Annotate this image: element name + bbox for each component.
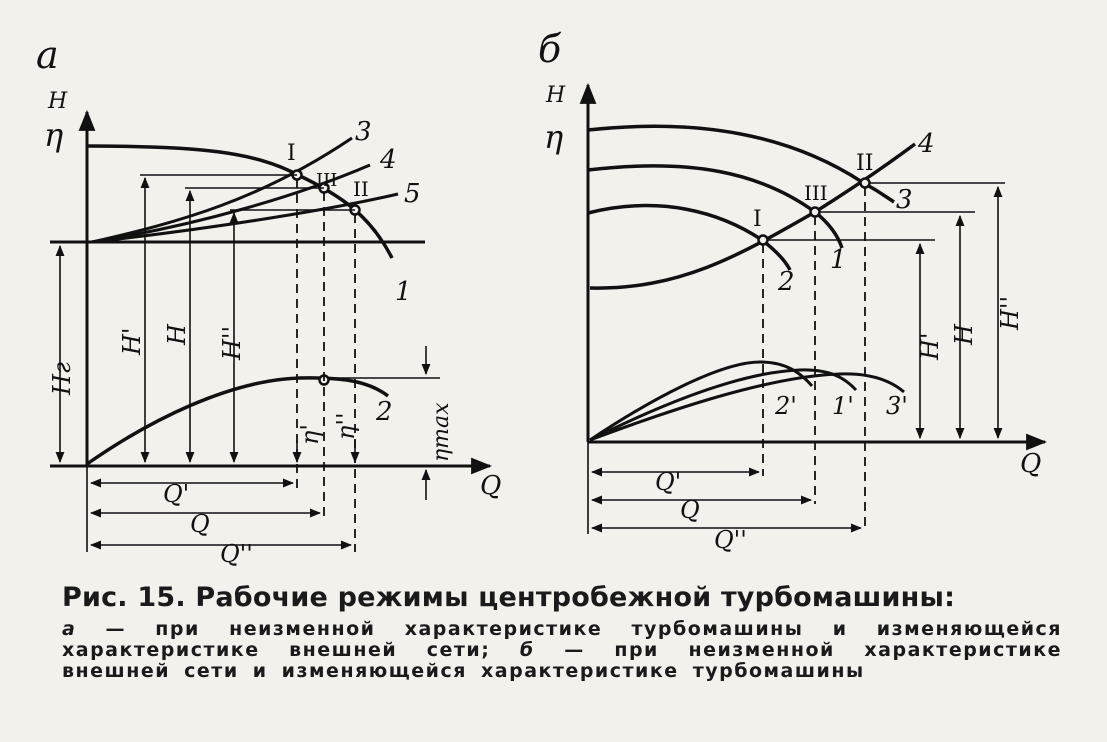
panel-a-point-label-III: III	[316, 170, 337, 191]
panel-a-curve-label-2: 2	[375, 397, 393, 427]
panel-a-curve-label-1: 1	[395, 277, 412, 307]
panel-b-point-II	[859, 177, 871, 189]
panel-a-axis-h: H	[47, 89, 68, 114]
figure-diagram: а H η Q 1 3 4 5 2 I III II	[36, 27, 1048, 568]
panel-a-hg-label: Hг	[48, 362, 76, 396]
panel-a-eta-max-label: ηmax	[429, 402, 454, 462]
panel-a-curve-label-3: 3	[355, 117, 372, 147]
panel-a-h-dprime-label: H''	[218, 326, 246, 361]
panel-a-axis-eta: η	[44, 116, 63, 154]
figure-caption: Рис. 15. Рабочие режимы центробежной тур…	[62, 582, 1062, 682]
caption-body: а — при неизменной характеристике турбом…	[62, 619, 1062, 682]
panel-b-axis-q: Q	[1020, 449, 1041, 479]
panel-a-q-prime-label: Q'	[163, 480, 189, 508]
panel-a-point-label-II: II	[353, 177, 369, 201]
panel-b-point-label-II: II	[856, 151, 873, 176]
panel-b-axis-eta: η	[544, 118, 563, 156]
panel-b-curve-4	[589, 142, 917, 290]
panel-b: б H η Q 4 3 1 2 I III II 2' 1' 3'	[538, 27, 1048, 554]
panel-a: а H η Q 1 3 4 5 2 I III II	[36, 33, 501, 568]
panel-b-h-prime-label: H'	[916, 332, 944, 361]
panel-a-h-label: H	[163, 323, 191, 346]
panel-b-curve-label-1: 1	[830, 245, 847, 275]
panel-a-h-prime-label: H'	[118, 327, 146, 356]
panel-b-axis-h: H	[545, 83, 566, 108]
panel-b-curve-label-2: 2	[777, 267, 795, 297]
caption-title: Рис. 15. Рабочие режимы центробежной тур…	[62, 582, 956, 613]
panel-b-curve-label-1p: 1'	[832, 392, 854, 420]
panel-a-curve-label-5: 5	[404, 179, 421, 209]
panel-b-curve-label-4: 4	[917, 129, 935, 159]
panel-b-curve-2	[587, 203, 792, 271]
panel-a-q-label: Q	[190, 510, 210, 538]
panel-b-q-prime-label: Q'	[655, 468, 681, 496]
panel-b-h-label: H	[950, 323, 978, 346]
panel-b-curve-label-3: 3	[896, 185, 913, 215]
panel-b-curve-label-3p: 3'	[886, 392, 908, 420]
panel-a-eta-dprime-label: η''	[332, 412, 360, 440]
panel-a-curve-2	[85, 376, 390, 466]
panel-b-curve-3p	[589, 372, 905, 442]
panel-a-point-label-I: I	[287, 141, 296, 166]
panel-b-point-label-III: III	[804, 181, 828, 205]
panel-a-curve-4	[91, 163, 371, 244]
panel-a-letter: а	[36, 33, 59, 77]
panel-b-point-label-I: I	[753, 207, 762, 232]
panel-b-q-dprime-label: Q''	[714, 526, 747, 554]
panel-a-axis-q: Q	[480, 471, 501, 501]
panel-a-curve-label-4: 4	[379, 145, 397, 175]
panel-b-point-I	[757, 234, 769, 246]
panel-b-letter: б	[538, 27, 562, 71]
caption-b-letter: б	[519, 639, 535, 661]
panel-b-curve-1	[587, 164, 844, 249]
panel-b-curve-label-2p: 2'	[774, 392, 797, 420]
caption-a-text: — при неизменной характеристике турбомаш…	[62, 618, 1062, 661]
panel-b-q-label: Q	[680, 496, 700, 524]
panel-b-curve-1p	[589, 368, 858, 442]
panel-a-curve-5	[91, 192, 399, 244]
panel-a-curve-3	[91, 136, 353, 244]
caption-b-text: — при неизменной характеристике внешней …	[62, 639, 1062, 682]
panel-a-eta-prime-label: η'	[296, 424, 324, 445]
panel-b-h-dprime-label: H''	[996, 296, 1024, 331]
panel-a-q-dprime-label: Q''	[220, 540, 253, 568]
caption-a-letter: а	[62, 618, 77, 640]
panel-b-curve-3	[587, 124, 895, 204]
panel-b-point-III	[809, 206, 821, 218]
